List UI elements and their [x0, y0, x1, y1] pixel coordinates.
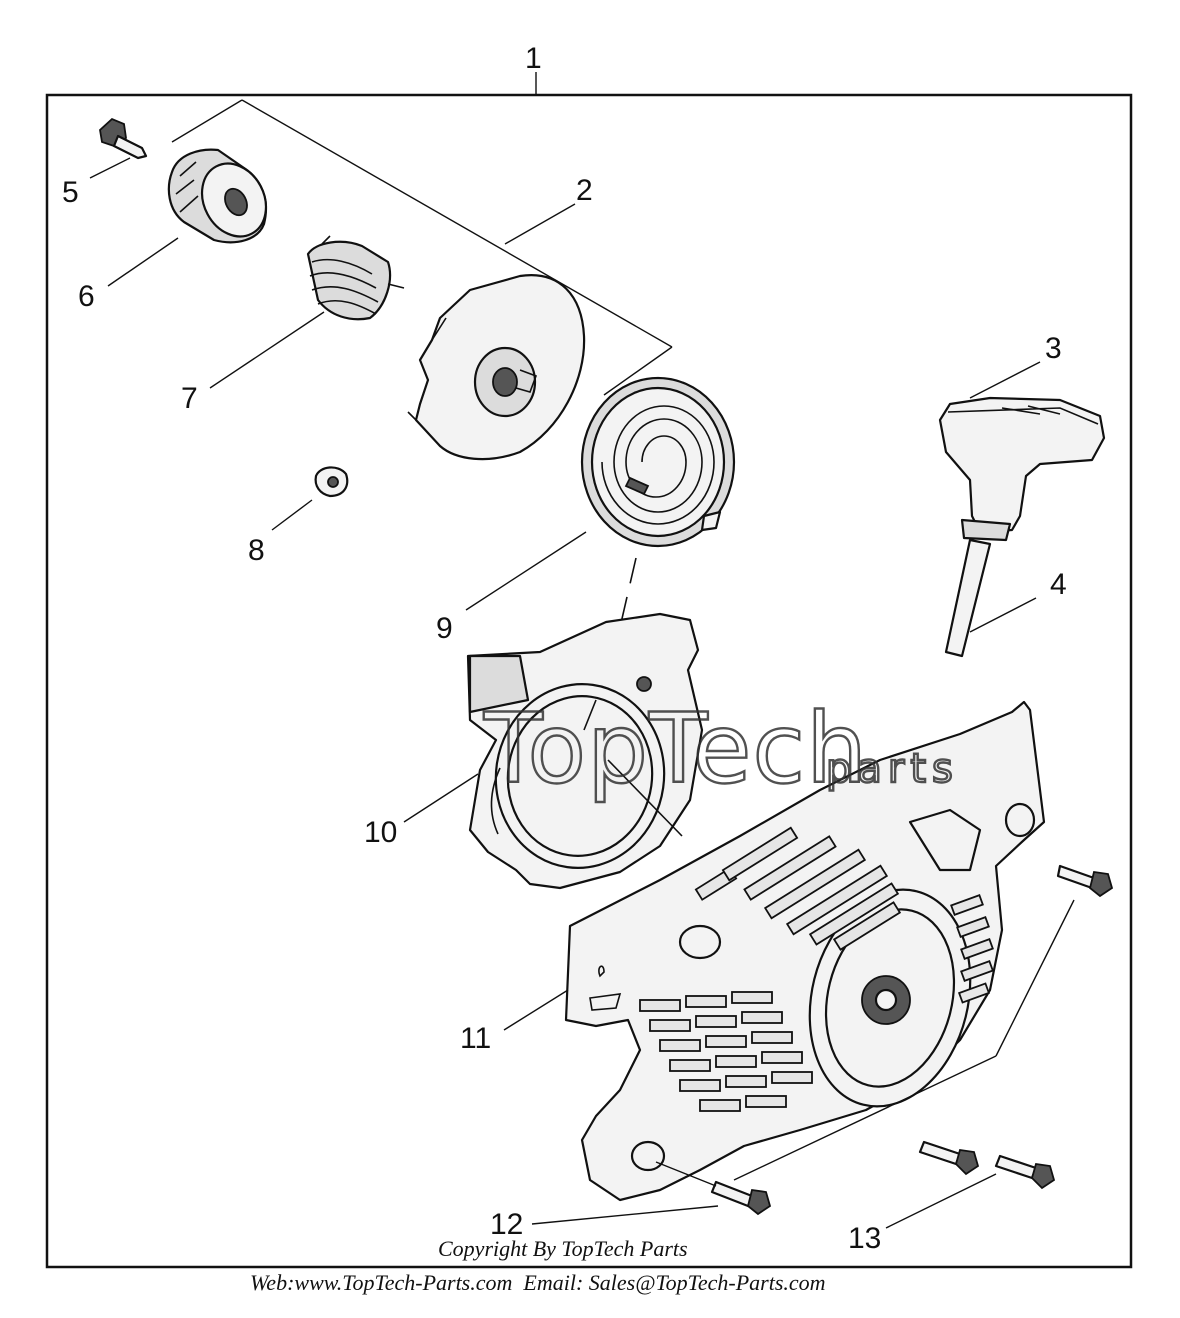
callout-10: 10 — [364, 816, 397, 849]
part-pulley-6 — [107, 148, 268, 287]
part-starter-housing-10 — [403, 612, 704, 890]
part-cover-11 — [503, 700, 1046, 1202]
diagram-frame — [45, 93, 1133, 1269]
callout-11: 11 — [460, 1022, 491, 1055]
assembly-bracket-lines — [171, 72, 673, 396]
cover-vents-right — [950, 894, 994, 1004]
part-handle-3 — [938, 361, 1106, 542]
callout-13: 13 — [848, 1222, 881, 1255]
part-screw-5 — [89, 117, 148, 179]
cover-vents-upper — [694, 826, 902, 951]
watermark-suffix: parts — [826, 746, 959, 792]
callout-1: 1 — [525, 42, 542, 75]
copyright-text: Copyright By TopTech Parts — [438, 1236, 688, 1261]
part-pawl-plate — [407, 274, 586, 461]
callout-2: 2 — [576, 174, 593, 207]
callout-9: 9 — [436, 612, 453, 645]
part-screw-12 — [531, 864, 1114, 1225]
callout-labels: 1 2 3 4 5 6 7 8 9 10 11 12 13 — [62, 42, 1067, 1255]
callout-8: 8 — [248, 534, 265, 567]
cover-vents-lower — [639, 991, 813, 1112]
callout-7: 7 — [181, 382, 198, 415]
callout-5: 5 — [62, 176, 79, 209]
callout-6: 6 — [78, 280, 95, 313]
part-spring-cassette-9 — [465, 376, 736, 741]
part-screw-13 — [885, 1140, 1056, 1229]
part-washer-8 — [271, 466, 349, 531]
watermark: TopTech parts — [482, 692, 959, 806]
watermark-brand: TopTech — [483, 693, 868, 805]
part-spring-7 — [209, 235, 405, 389]
callout-3: 3 — [1045, 332, 1062, 365]
contact-text: Web:www.TopTech-Parts.com Email: Sales@T… — [250, 1270, 826, 1295]
part-rope-4 — [944, 538, 1037, 658]
callout-12: 12 — [490, 1208, 523, 1241]
callout-4: 4 — [1050, 568, 1067, 601]
